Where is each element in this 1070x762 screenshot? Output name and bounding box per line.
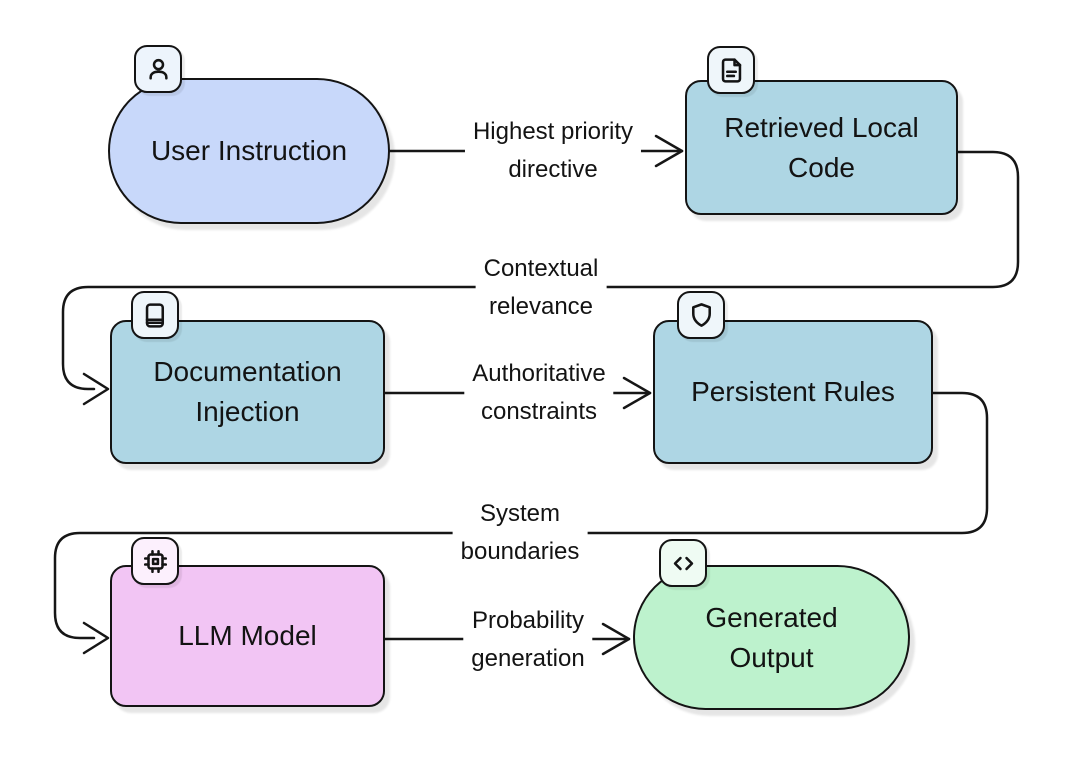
node-retrieved-local-code: Retrieved Local Code	[685, 80, 958, 215]
node-generated-output: Generated Output	[633, 565, 910, 710]
edge-label-contextual-relevance: Contextual relevance	[475, 250, 607, 326]
node-documentation-injection: Documentation Injection	[110, 320, 385, 464]
file-text-icon	[721, 57, 741, 83]
user-icon-badge	[134, 45, 182, 93]
shield-icon-badge	[677, 291, 725, 339]
node-label: Retrieved Local Code	[724, 111, 919, 183]
arrowhead-icon	[654, 134, 684, 168]
cpu-icon-badge	[131, 537, 179, 585]
node-label: Documentation Injection	[153, 356, 342, 427]
file-text-icon-badge	[707, 46, 755, 94]
node-label: User Instruction	[150, 135, 348, 166]
edge-label-authoritative-constraints: Authoritative constraints	[464, 355, 614, 431]
node-persistent-rules: Persistent Rules	[653, 320, 933, 464]
code-icon	[673, 556, 693, 570]
arrowhead-icon	[82, 372, 110, 406]
code-icon-badge	[659, 539, 707, 587]
arrowhead-icon	[622, 376, 652, 410]
user-icon	[148, 58, 168, 79]
node-label: Persistent Rules	[691, 376, 895, 407]
shield-icon	[691, 302, 711, 327]
edge-label-highest-priority-directive: Highest priority directive	[464, 113, 642, 189]
node-user-instruction: User Instruction	[108, 78, 390, 224]
arrowhead-icon	[601, 622, 631, 656]
edge-label-probability-generation: Probability generation	[463, 602, 593, 678]
book-icon-badge	[131, 291, 179, 339]
book-icon	[145, 302, 164, 328]
node-llm-model: LLM Model	[110, 565, 385, 707]
cpu-icon	[143, 549, 167, 573]
edge-label-system-boundaries: System boundaries	[452, 495, 588, 571]
node-label: LLM Model	[178, 620, 317, 651]
arrowhead-icon	[82, 621, 110, 655]
node-label: Generated Output	[705, 601, 838, 673]
